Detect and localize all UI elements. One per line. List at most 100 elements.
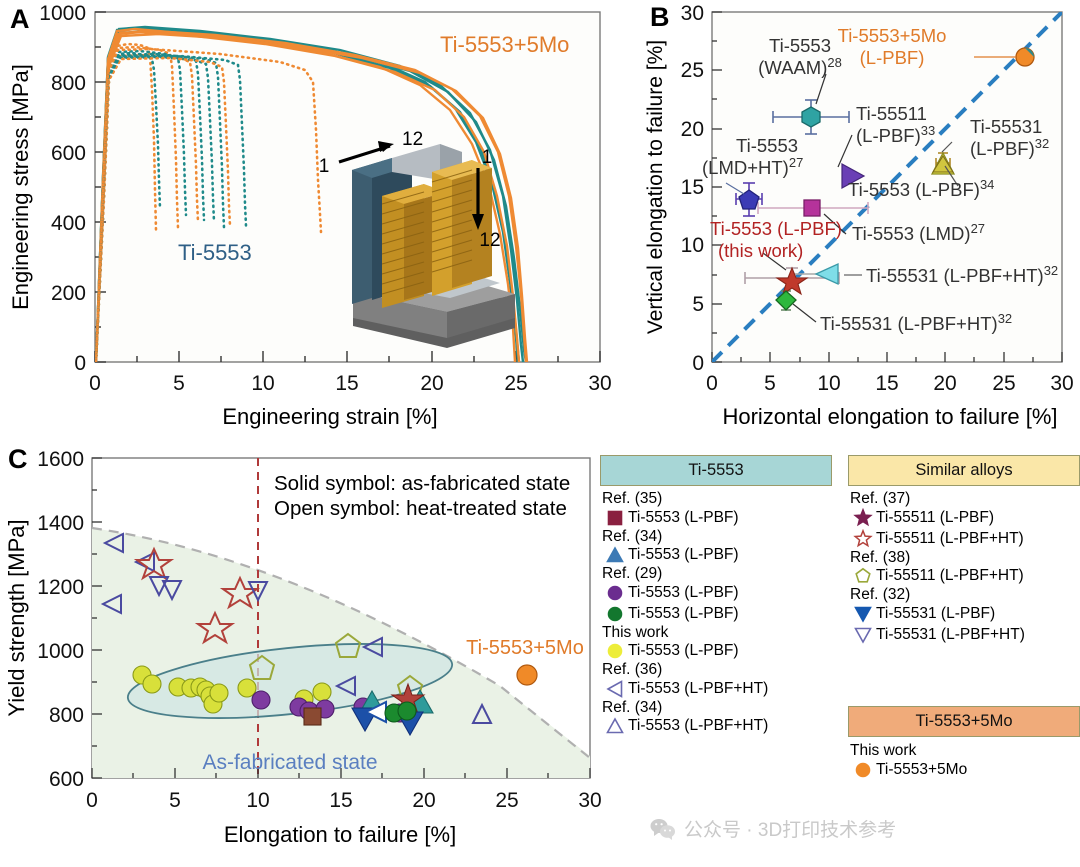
svg-text:600: 600 (51, 142, 86, 165)
legend-similar-item[interactable]: Ti-55531 (L-PBF) (850, 604, 1080, 624)
legend-column-ti5553: Ref. (35)Ti-5553 (L-PBF)Ref. (34)Ti-5553… (602, 491, 842, 737)
legend-ti5553-item[interactable]: Ti-5553 (L-PBF) (602, 508, 842, 528)
svg-text:Ti-5553 (L-PBF)34: Ti-5553 (L-PBF)34 (848, 177, 994, 200)
legend-similar-item[interactable]: Ti-55531 (L-PBF+HT) (850, 625, 1080, 645)
panel-c-callout-ti5553-5mo: Ti-5553+5Mo (466, 637, 584, 659)
legend-header-ti5553-5mo: Ti-5553+5Mo (848, 706, 1080, 737)
panel-a-label: A (10, 4, 30, 34)
panel-b-xlabel: Horizontal elongation to failure [%] (722, 404, 1057, 429)
legend-ti5553-item-label: Ti-5553 (L-PBF) (628, 604, 739, 622)
svg-text:(this work): (this work) (718, 240, 803, 261)
svg-text:15: 15 (335, 372, 358, 395)
svg-text:20: 20 (412, 789, 435, 812)
legend-ti5553-ref-header: Ref. (34) (602, 698, 663, 716)
legend-ti5553-item[interactable]: Ti-5553 (L-PBF) (602, 604, 842, 624)
panel-b-ylabel: Vertical elongation to failure [%] (644, 40, 667, 334)
legend-similar-item-label: Ti-55511 (L-PBF+HT) (876, 529, 1024, 547)
panel-b-leaders (725, 56, 1016, 323)
svg-text:0: 0 (706, 372, 718, 395)
svg-text:30: 30 (681, 2, 704, 25)
svg-text:25: 25 (681, 59, 704, 82)
svg-text:20: 20 (420, 372, 443, 395)
legend-header-ti5553: Ti-5553 (600, 455, 832, 486)
legend-header-similar-alloys: Similar alloys (848, 455, 1080, 486)
legend-similar-item-label: Ti-55511 (L-PBF+HT) (876, 567, 1024, 585)
svg-text:25: 25 (495, 789, 518, 812)
svg-text:Ti-55531 (L-PBF+HT)32: Ti-55531 (L-PBF+HT)32 (866, 263, 1058, 286)
svg-text:Ti-5553 (LMD)27: Ti-5553 (LMD)27 (852, 221, 985, 244)
svg-text:800: 800 (49, 704, 84, 727)
legend-header-ti5553-5mo-text: Ti-5553+5Mo (915, 712, 1013, 730)
legend-similar-ref-header: Ref. (38) (850, 548, 911, 566)
legend-header-similar-text: Similar alloys (915, 461, 1013, 479)
legend-similar-item[interactable]: Ti-55511 (L-PBF+HT) (850, 566, 1080, 586)
legend-ti5553-item-label: Ti-5553 (L-PBF+HT) (628, 717, 769, 735)
legend-ti5553-item[interactable]: Ti-5553 (L-PBF+HT) (602, 679, 842, 699)
triangle-up-icon (602, 545, 628, 565)
triangle-left-open-icon (602, 679, 628, 699)
watermark: 公众号 · 3D打印技术参考 (650, 815, 896, 842)
svg-text:0: 0 (86, 789, 98, 812)
panel-c-label: C (8, 444, 28, 474)
panel-a-dotted-curves (95, 42, 323, 362)
svg-text:0: 0 (89, 372, 101, 395)
panel-b-parity-line (712, 12, 1062, 362)
legend-ti5553-ref-header: This work (602, 623, 669, 641)
legend-ti5553-ref-header: Ref. (34) (602, 527, 663, 545)
legend-ti5553-ref-header: Ref. (29) (602, 565, 663, 582)
square-icon (602, 508, 628, 528)
panel-b-markers (738, 47, 1035, 311)
circle-icon (850, 760, 876, 780)
panel-a-annot-ti5553: Ti-5553 (178, 240, 252, 265)
panel-b-label: B (650, 2, 670, 32)
legend-similar-ref-header: Ref. (37) (850, 490, 911, 507)
panel-c-ellipse-label: As-fabricated state (202, 751, 377, 774)
svg-text:0: 0 (74, 352, 86, 375)
svg-text:(L-PBF)33: (L-PBF)33 (856, 123, 935, 146)
svg-text:30: 30 (588, 372, 611, 395)
svg-text:Ti-5553 (L-PBF): Ti-5553 (L-PBF) (710, 218, 842, 239)
legend-ti5553-item-label: Ti-5553 (L-PBF) (628, 546, 739, 564)
legend-ti5553-5mo-item[interactable]: Ti-5553+5Mo (850, 760, 1080, 780)
svg-text:Ti-5553: Ti-5553 (769, 35, 831, 56)
svg-text:5: 5 (764, 372, 776, 395)
svg-text:10: 10 (251, 372, 274, 395)
svg-text:15: 15 (681, 176, 704, 199)
triangle-up-open-icon (602, 716, 628, 736)
legend-ti5553-5mo-item-label: Ti-5553+5Mo (876, 760, 968, 778)
svg-text:Ti-55511: Ti-55511 (856, 103, 927, 124)
svg-text:Ti-55531 (L-PBF+HT)32: Ti-55531 (L-PBF+HT)32 (820, 311, 1012, 334)
panel-c-open-markers (100, 532, 493, 724)
panel-c-solid-markers (132, 664, 538, 737)
svg-text:1400: 1400 (37, 512, 84, 535)
legend-ti5553-item-label: Ti-5553 (L-PBF) (628, 583, 739, 601)
legend-ti5553-item[interactable]: Ti-5553 (L-PBF) (602, 545, 842, 565)
panel-c-ylabel: Yield strength [MPa] (4, 519, 29, 716)
svg-text:10: 10 (681, 234, 704, 257)
panel-b-point-labels: Ti-5553 (WAAM)28 Ti-5553+5Mo (L-PBF) Ti-… (702, 25, 1058, 334)
legend-similar-item[interactable]: Ti-55511 (L-PBF+HT) (850, 528, 1080, 549)
svg-text:800: 800 (51, 72, 86, 95)
panel-a-plot-area (94, 11, 601, 363)
svg-text:5: 5 (169, 789, 181, 812)
legend-ti5553-item[interactable]: Ti-5553 (L-PBF) (602, 583, 842, 603)
svg-text:20: 20 (681, 118, 704, 141)
legend-similar-item-label: Ti-55531 (L-PBF) (876, 604, 996, 622)
svg-text:15: 15 (329, 789, 352, 812)
legend-ti5553-item[interactable]: Ti-5553 (L-PBF+HT) (602, 716, 842, 736)
circle-icon (602, 604, 628, 624)
legend-similar-item[interactable]: Ti-55511 (L-PBF) (850, 507, 1080, 528)
legend-header-ti5553-text: Ti-5553 (688, 461, 744, 479)
legend-ti5553-item[interactable]: Ti-5553 (L-PBF) (602, 641, 842, 661)
inset-top-start-label: 1 (319, 156, 330, 177)
legend-similar-item-label: Ti-55531 (L-PBF+HT) (876, 625, 1025, 643)
wechat-icon (650, 818, 675, 840)
legend-ti5553-ref-header: Ref. (36) (602, 661, 663, 678)
triangle-down-icon (850, 604, 876, 624)
